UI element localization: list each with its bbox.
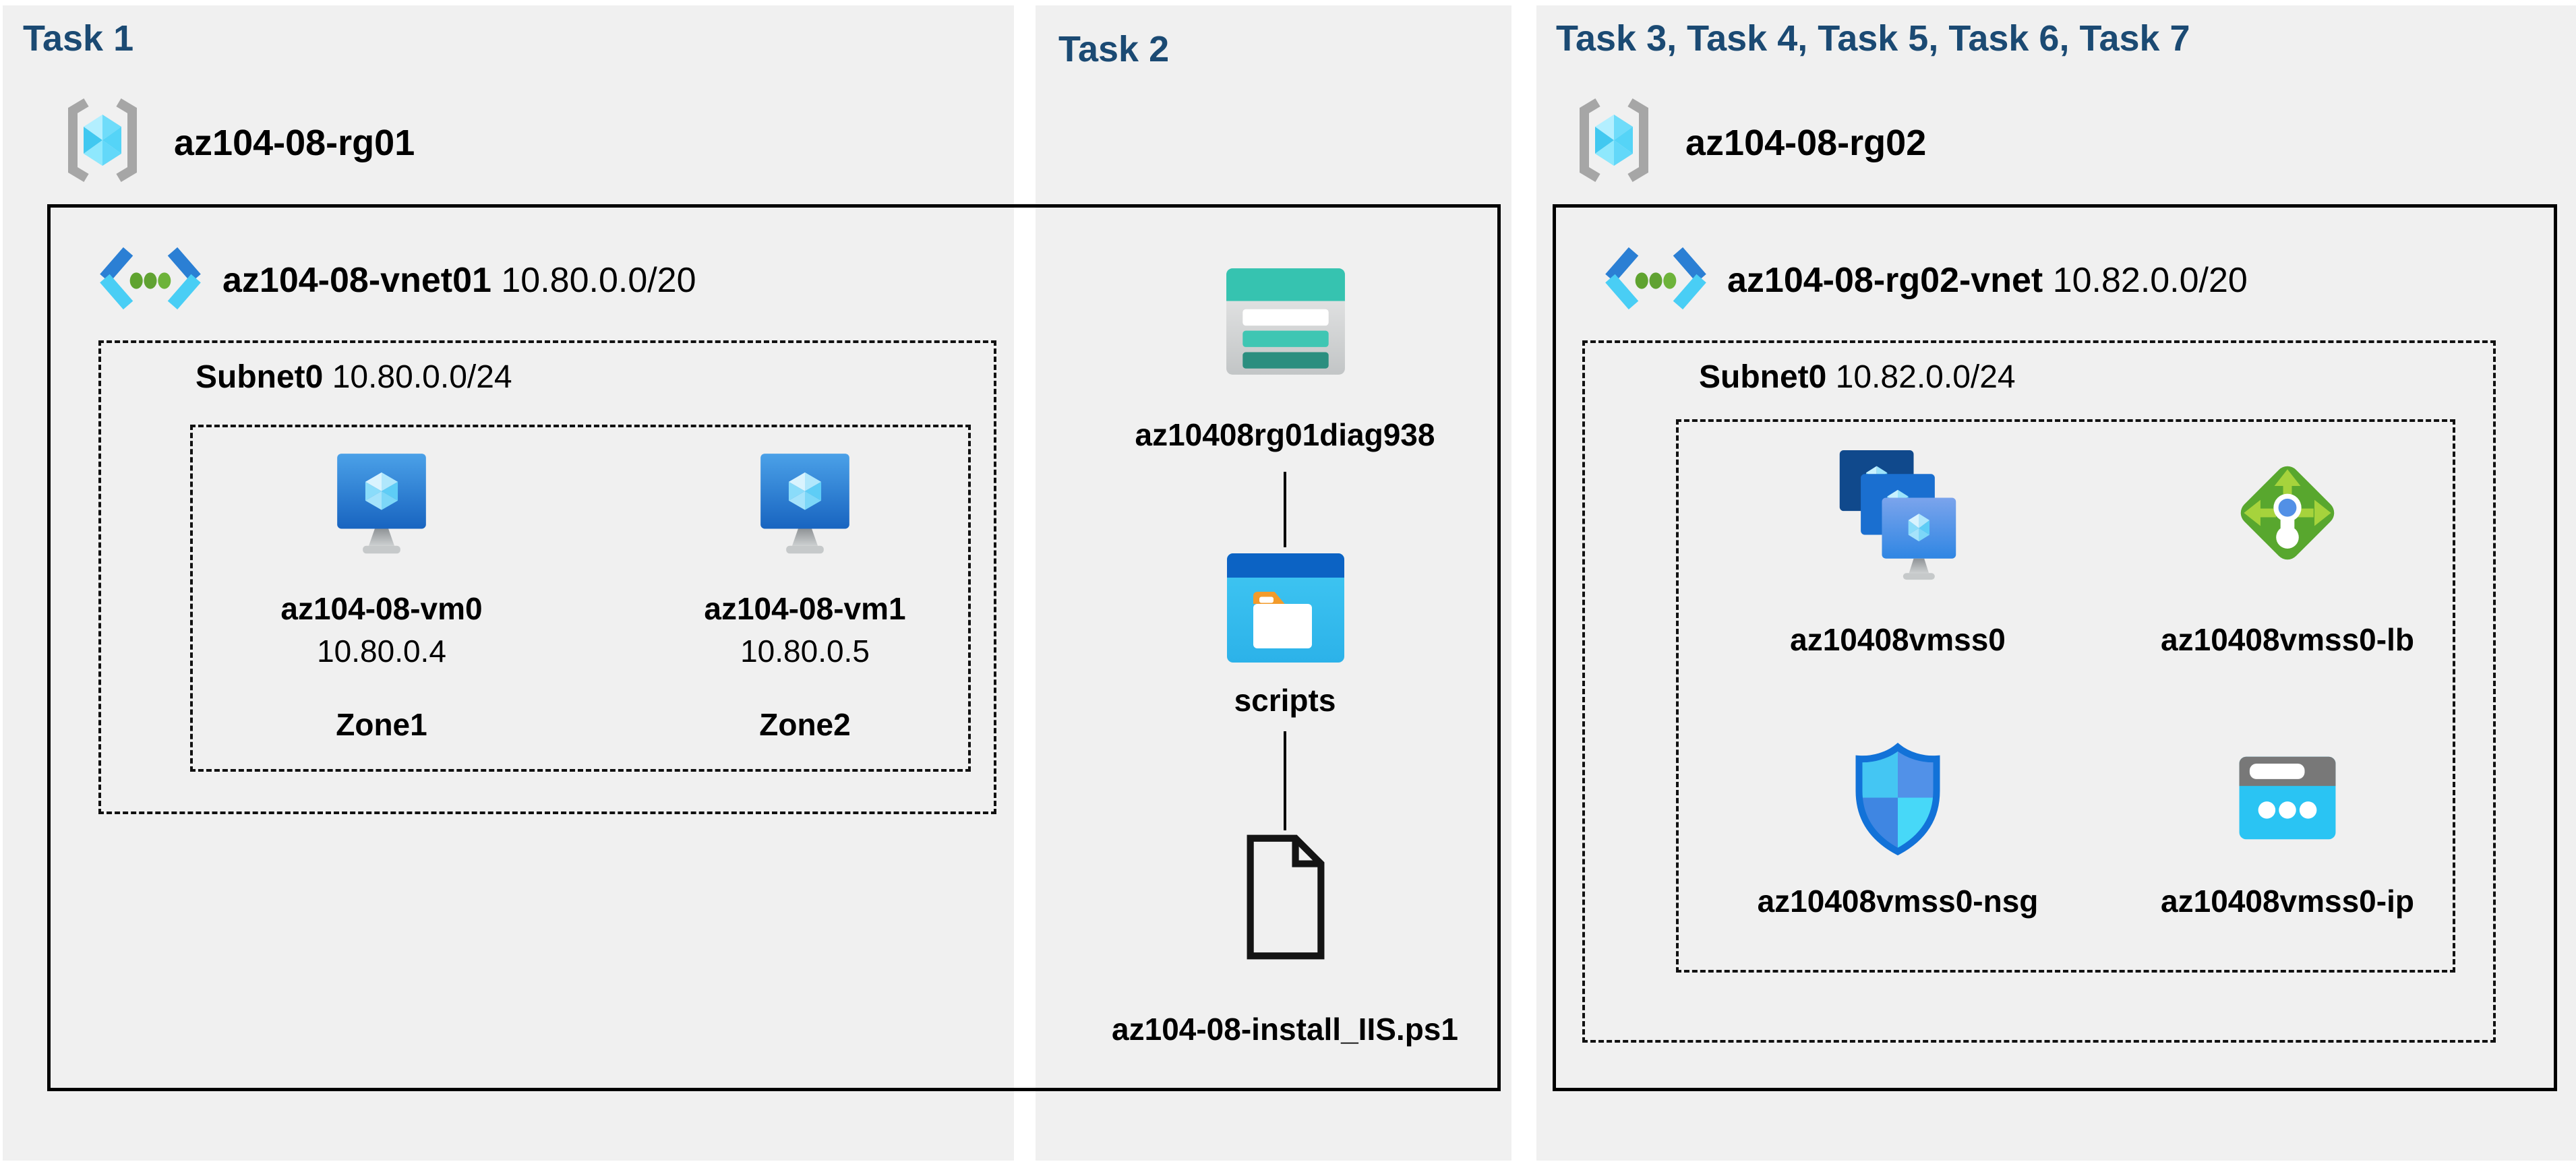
vm0-ip-label: 10.80.0.4 — [317, 634, 446, 669]
task1-vnet-name: az104-08-vnet01 — [222, 261, 491, 300]
task3-resource-group-label: az104-08-rg02 — [1685, 123, 1927, 163]
public-ip-icon — [2238, 755, 2337, 841]
task3-vnet-name: az104-08-rg02-vnet — [1727, 261, 2043, 300]
vm1-ip-label: 10.80.0.5 — [740, 634, 870, 669]
folder-icon — [1225, 551, 1346, 665]
virtual-network-icon — [1603, 241, 1708, 315]
task1-vnet-label: az104-08-vnet01 10.80.0.0/20 — [222, 260, 696, 301]
vm1-zone-label: Zone2 — [759, 707, 851, 742]
nsg-label: az10408vmss0-nsg — [1757, 884, 2039, 919]
load-balancer-icon — [2225, 450, 2350, 576]
task3-vnet-box — [1553, 204, 2557, 1091]
virtual-network-icon — [98, 241, 203, 315]
task1-subnet-name: Subnet0 — [196, 359, 324, 395]
network-security-group-icon — [1851, 743, 1945, 856]
vm1-name-label: az104-08-vm1 — [704, 591, 906, 626]
resource-group-icon — [59, 94, 146, 186]
task1-subnet-label: Subnet0 10.80.0.0/24 — [196, 359, 512, 396]
public-ip-label: az10408vmss0-ip — [2161, 884, 2414, 919]
resource-group-icon — [1571, 94, 1657, 186]
task1-title: Task 1 — [23, 18, 134, 59]
task3-subnet-cidr: 10.82.0.0/24 — [1835, 359, 2016, 395]
task1-panel — [3, 5, 1014, 1161]
virtual-machine-icon — [334, 450, 429, 556]
task1-vnet-cidr: 10.80.0.0/20 — [501, 261, 696, 300]
vm-scale-set-icon — [1832, 448, 1964, 585]
load-balancer-label: az10408vmss0-lb — [2161, 622, 2414, 657]
script-file-label: az104-08-install_IIS.ps1 — [1112, 1012, 1458, 1047]
connector-storage-scripts — [1284, 472, 1286, 547]
storage-account-label: az10408rg01diag938 — [1135, 417, 1435, 452]
task1-vnet-box — [47, 204, 1501, 1091]
task3-resources-box — [1676, 419, 2455, 973]
task3-panel — [1536, 5, 2576, 1161]
task3-subnet-box — [1582, 340, 2496, 1043]
task2-title: Task 2 — [1058, 29, 1170, 69]
task1-vm-zone-box — [190, 425, 971, 772]
vmss-label: az10408vmss0 — [1790, 622, 2006, 657]
connector-scripts-file — [1284, 731, 1286, 830]
vm0-zone-label: Zone1 — [336, 707, 427, 742]
script-file-icon — [1242, 830, 1329, 964]
task1-resource-group-label: az104-08-rg01 — [174, 123, 415, 163]
task3-title: Task 3, Task 4, Task 5, Task 6, Task 7 — [1556, 18, 2190, 59]
storage-account-icon — [1224, 266, 1347, 377]
task3-vnet-cidr: 10.82.0.0/20 — [2052, 261, 2248, 300]
task1-subnet-cidr: 10.80.0.0/24 — [332, 359, 512, 395]
task3-subnet-label: Subnet0 10.82.0.0/24 — [1699, 359, 2016, 396]
task1-subnet-box — [98, 340, 996, 814]
virtual-machine-icon — [757, 450, 853, 556]
task3-vnet-label: az104-08-rg02-vnet 10.82.0.0/20 — [1727, 260, 2248, 301]
task3-subnet-name: Subnet0 — [1699, 359, 1827, 395]
vm0-name-label: az104-08-vm0 — [280, 591, 483, 626]
scripts-folder-label: scripts — [1234, 683, 1336, 718]
